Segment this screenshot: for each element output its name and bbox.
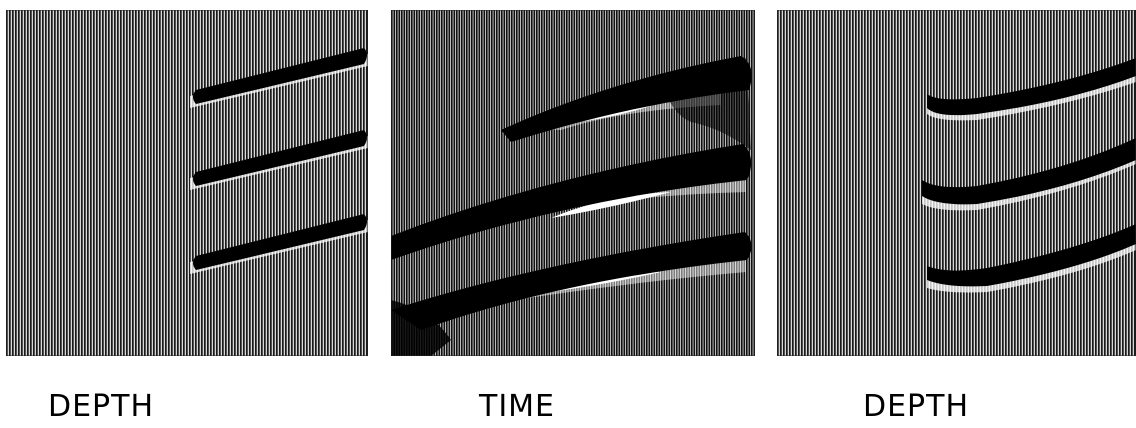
panel-label-depth-right: DEPTH (863, 392, 969, 422)
panel-label-time: TIME (479, 392, 555, 422)
panel-label-depth-left: DEPTH (48, 392, 154, 422)
seismic-image-right (777, 10, 1136, 356)
seismic-image-middle (391, 10, 755, 356)
seismic-image-left (6, 10, 368, 356)
seismic-panel-time (391, 10, 755, 356)
seismic-panel-depth-right (777, 10, 1136, 356)
seismic-panel-depth-left (6, 10, 368, 356)
